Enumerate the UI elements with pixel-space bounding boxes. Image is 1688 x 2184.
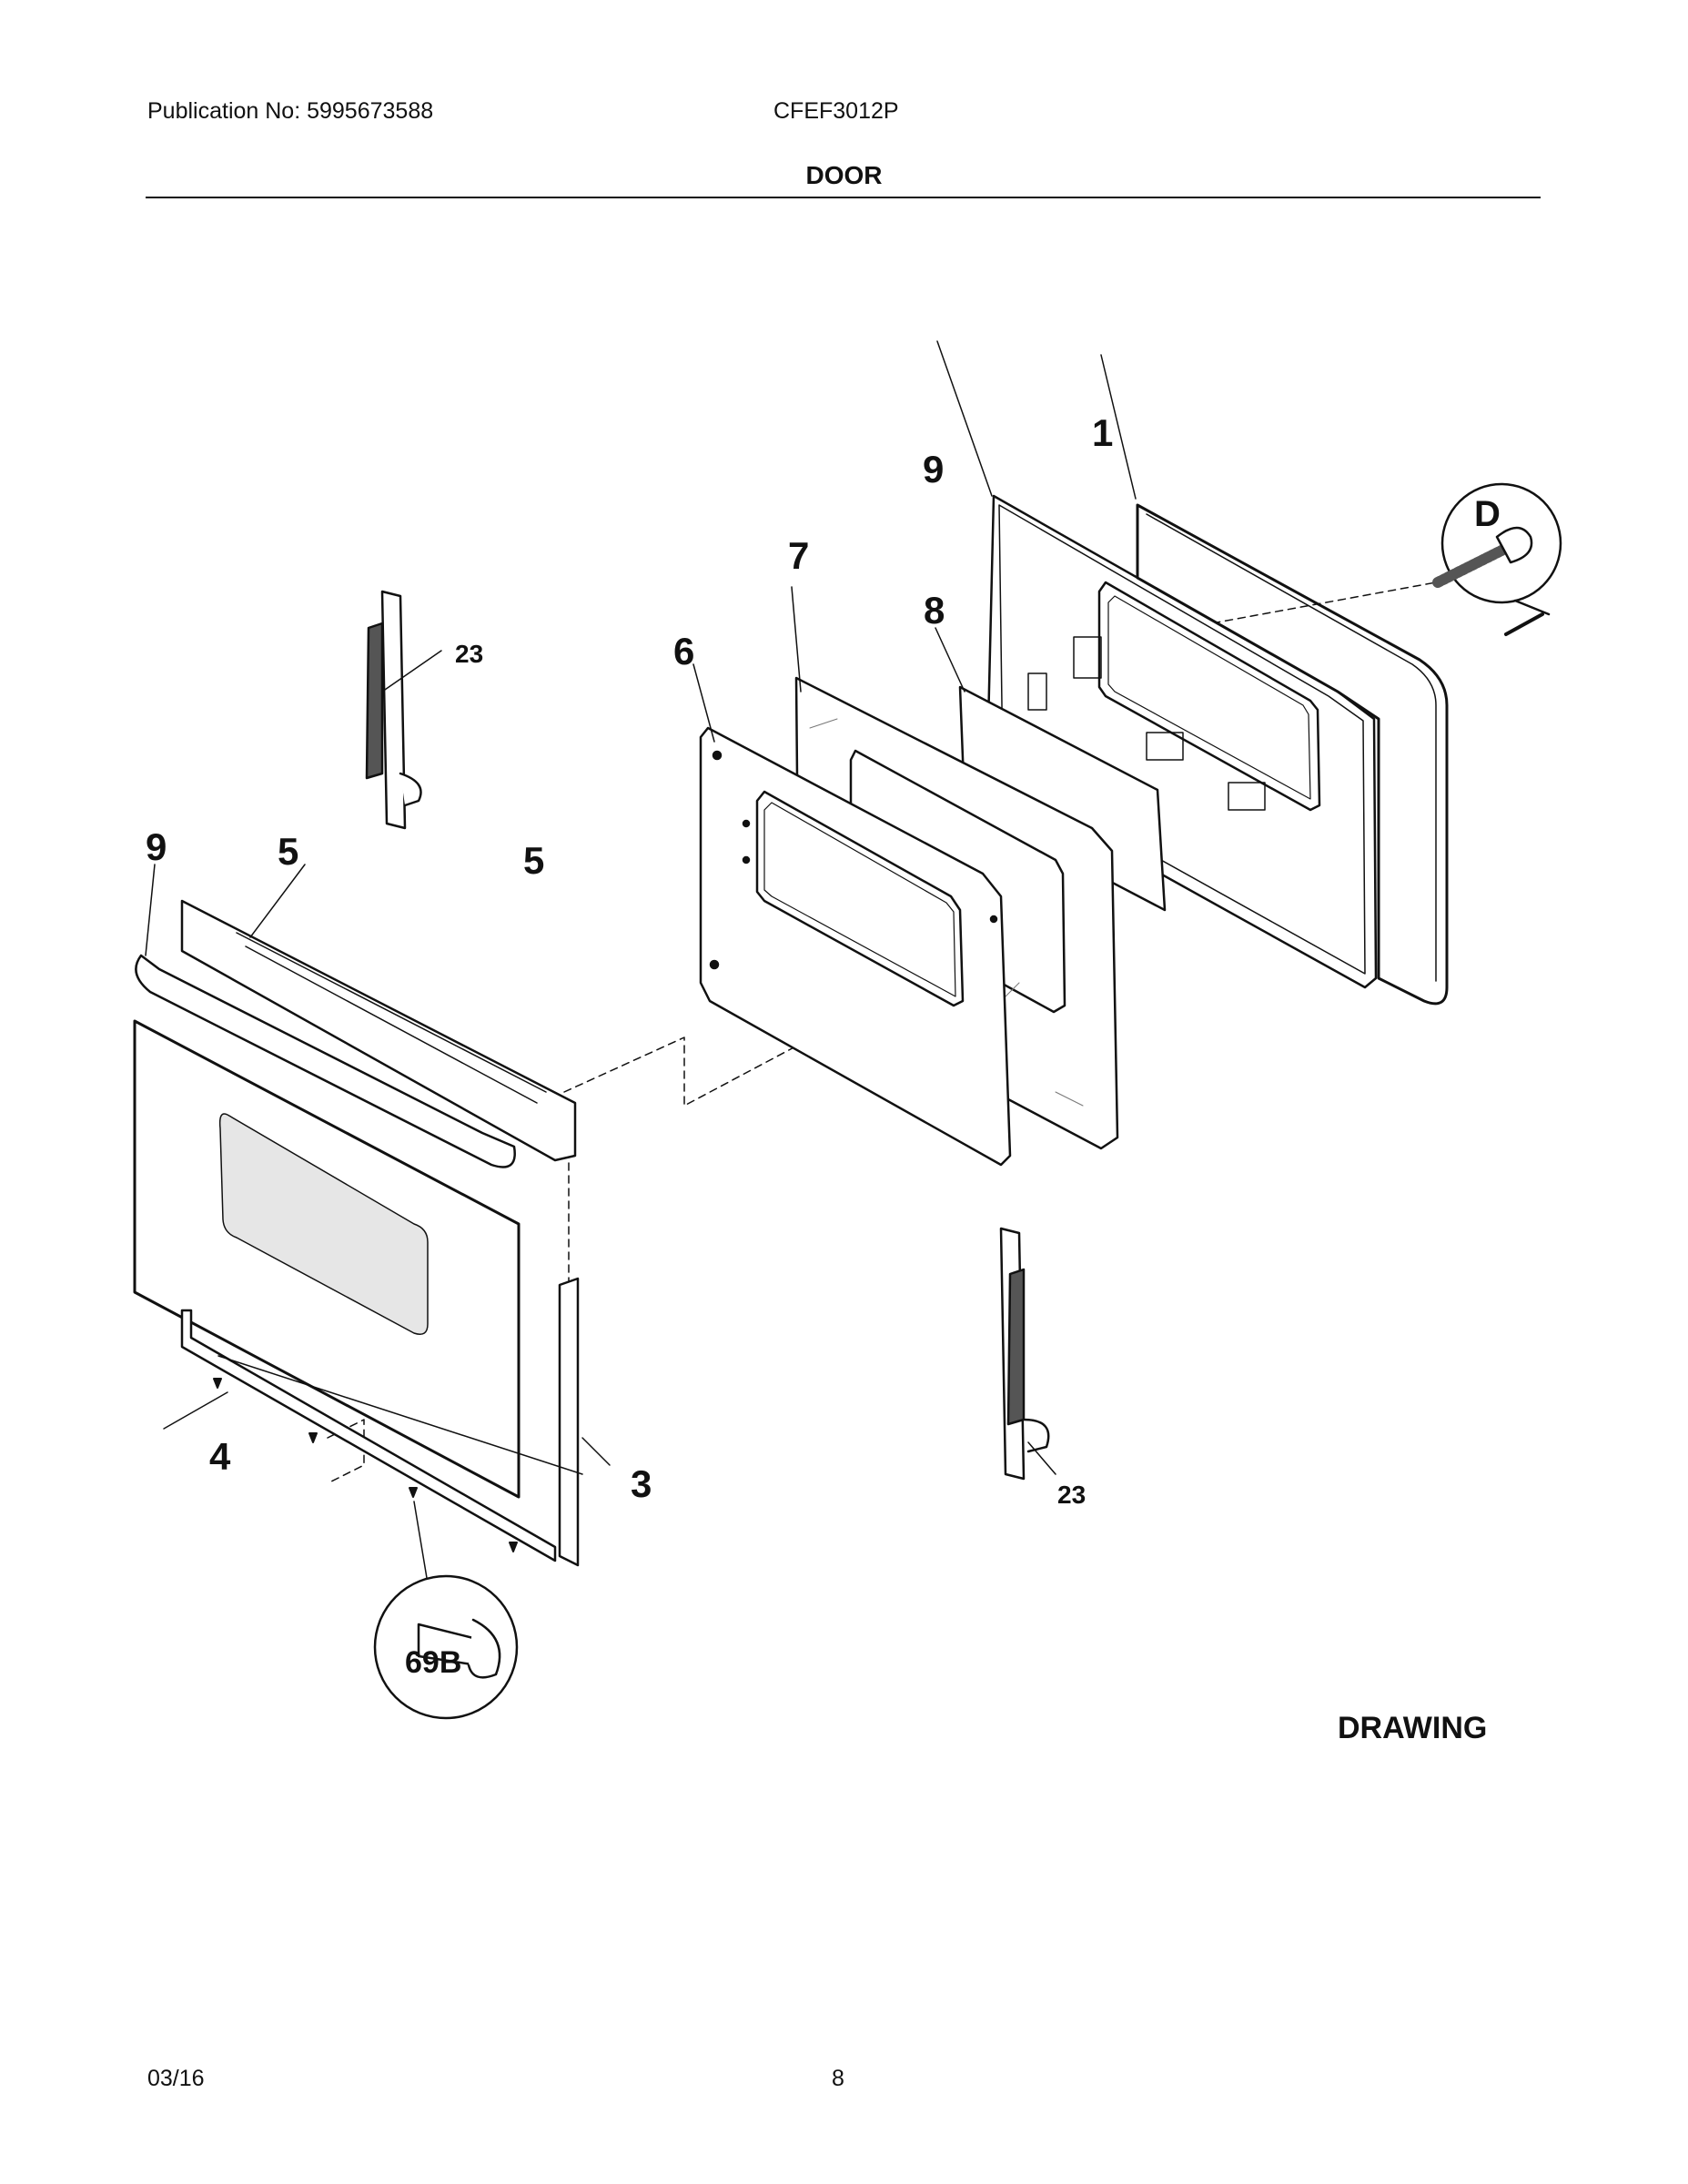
hinge-top <box>365 590 442 830</box>
svg-text:DRAWING: DRAWING <box>1338 1711 1487 1745</box>
door-gasket <box>1136 503 1449 1006</box>
svg-text:69B: 69B <box>405 1645 461 1680</box>
svg-text:D: D <box>1474 494 1501 534</box>
door-bottom-trim <box>180 1309 557 1562</box>
outer-door-glass <box>133 1019 521 1499</box>
svg-text:8: 8 <box>924 589 945 632</box>
footer-date: 03/16 <box>147 2066 205 2091</box>
page-number: 8 <box>832 2066 844 2091</box>
svg-text:9: 9 <box>146 825 167 868</box>
svg-text:6: 6 <box>673 630 694 672</box>
leader-lines <box>145 340 1137 956</box>
svg-text:3: 3 <box>631 1462 652 1505</box>
header-divider <box>146 197 1541 198</box>
door-liner <box>699 726 1012 1167</box>
svg-text:7: 7 <box>788 534 809 577</box>
screw-detail <box>1432 482 1562 636</box>
svg-text:9: 9 <box>923 448 944 490</box>
section-title: DOOR <box>805 161 883 189</box>
svg-text:4: 4 <box>209 1435 231 1478</box>
callout-23-top: 23 <box>455 640 483 668</box>
door-handle <box>135 899 577 1168</box>
trim-screw-detail: 69B <box>373 1501 519 1720</box>
svg-text:1: 1 <box>1092 411 1113 454</box>
svg-text:5: 5 <box>278 830 298 873</box>
publication-number: Publication No: 5995673588 <box>147 98 434 124</box>
part-callouts: 23 23 9 1 8 7 6 9 5 5 4 3 D DRAWING <box>146 411 1501 1745</box>
model-number: CFEF3012P <box>773 98 899 124</box>
door-side-trim <box>558 1277 580 1567</box>
trim-screws <box>213 1378 518 1552</box>
svg-text:5: 5 <box>523 839 544 882</box>
hinge-bottom <box>999 1227 1056 1481</box>
callout-23-bottom: 23 <box>1057 1481 1086 1509</box>
